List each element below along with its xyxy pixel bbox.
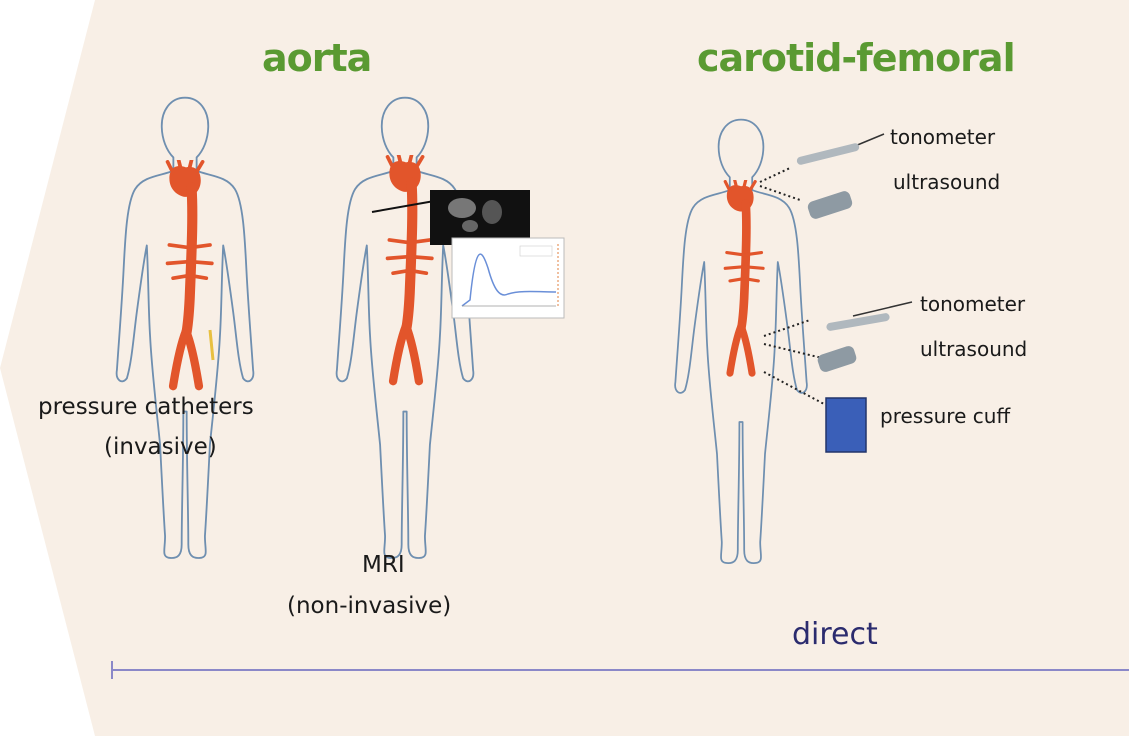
- label-invasive: (invasive): [104, 434, 217, 460]
- pressure-cuff-icon: [826, 398, 866, 452]
- label-pressure-cuff: pressure cuff: [880, 404, 1010, 428]
- label-pressure-catheters: pressure catheters: [38, 394, 254, 420]
- mri-scan-image: [430, 190, 530, 245]
- label-non-invasive: (non-invasive): [287, 593, 451, 619]
- label-tonometer-top: tonometer: [890, 125, 995, 149]
- label-mri: MRI: [362, 552, 405, 578]
- flow-curve-plot: [452, 238, 564, 318]
- title-carotid-femoral: carotid-femoral: [697, 36, 1015, 80]
- label-direct: direct: [792, 617, 878, 652]
- label-ultrasound-bottom: ultrasound: [920, 337, 1027, 361]
- label-tonometer-bottom: tonometer: [920, 292, 1025, 316]
- title-aorta: aorta: [262, 36, 371, 80]
- label-ultrasound-top: ultrasound: [893, 170, 1000, 194]
